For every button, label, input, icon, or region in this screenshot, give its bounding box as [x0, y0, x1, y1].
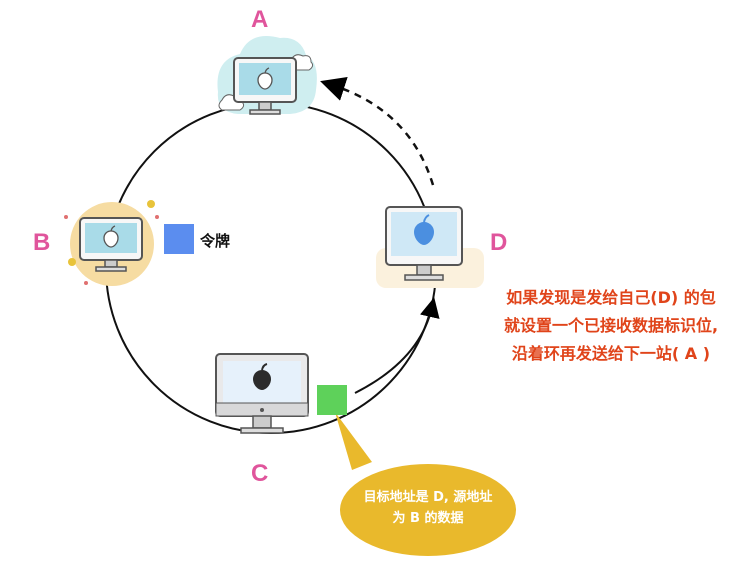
apple-logo-icon	[103, 225, 119, 248]
note-line-2: 就设置一个已接收数据标识位,	[503, 316, 719, 335]
apple-logo-icon	[257, 67, 273, 90]
node-c-computer	[215, 353, 309, 434]
node-a-computer	[217, 36, 317, 115]
bubble-line-2: 为 B 的数据	[392, 511, 464, 526]
node-label-c: C	[251, 460, 269, 487]
solid-arrow	[354, 297, 440, 394]
note-text: 如果发现是发给自己(D) 的包 就设置一个已接收数据标识位, 沿着环再发送给下一…	[480, 284, 742, 368]
data-packet-square	[317, 385, 347, 415]
node-label-d: D	[490, 229, 508, 256]
bubble-text: 目标地址是 D, 源地址 为 B 的数据	[340, 487, 516, 529]
node-d-computer	[376, 206, 484, 288]
bubble-line-1: 目标地址是 D, 源地址	[363, 490, 493, 505]
speech-bubble	[335, 412, 516, 556]
note-line-3: 沿着环再发送给下一站( A )	[511, 344, 711, 363]
node-label-b: B	[33, 229, 51, 256]
note-line-1: 如果发现是发给自己(D) 的包	[506, 288, 716, 307]
dashed-arrow	[320, 76, 435, 186]
token-label: 令牌	[200, 232, 231, 250]
apple-logo-icon	[414, 214, 434, 245]
node-b-computer	[64, 200, 159, 286]
token-square	[164, 224, 194, 254]
node-label-a: A	[251, 6, 269, 33]
apple-logo-icon	[253, 363, 271, 390]
